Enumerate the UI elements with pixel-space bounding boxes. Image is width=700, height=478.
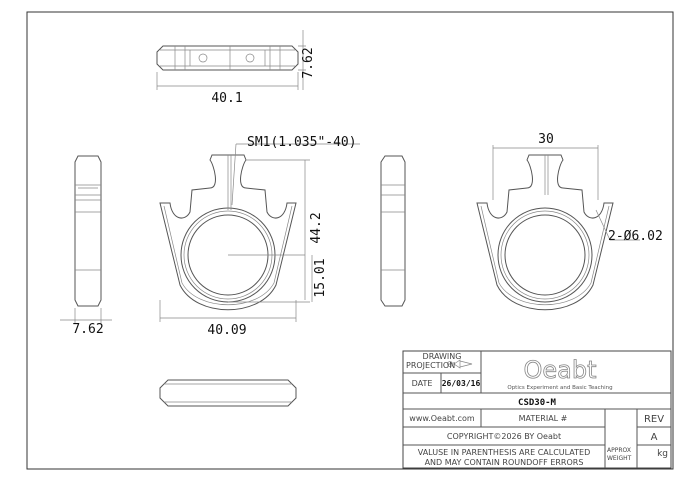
projection-label: PROJECTION (406, 361, 455, 370)
front-view (159, 143, 360, 322)
company-logo: Oeabt (523, 356, 596, 384)
date-label: DATE (412, 379, 433, 388)
weight-label-2: WEIGHT (607, 455, 632, 462)
left-side-view (60, 155, 112, 324)
dim-front-width: 40.09 (207, 323, 246, 338)
weight-label-1: APPROX (607, 447, 631, 454)
drawing-label: DRAWING (423, 352, 462, 361)
dim-top-width: 40.1 (211, 91, 242, 106)
dim-thread: SM1(1.035"-40) (247, 135, 357, 150)
dim-top-height: 7.62 (301, 47, 316, 78)
rear-view (476, 145, 640, 311)
dim-side-width: 7.62 (72, 322, 103, 337)
drawing-frame (26, 11, 674, 470)
dim-front-height: 44.2 (309, 212, 324, 243)
bottom-view (159, 379, 297, 407)
top-view (156, 30, 306, 90)
logo-tagline: Optics Experiment and Basic Teaching (507, 385, 612, 391)
right-side-view (380, 155, 406, 307)
rev-label: REV (644, 414, 664, 425)
material-label: MATERIAL # (519, 414, 568, 423)
date-value: 26/03/16 (442, 379, 481, 388)
note-line2: AND MAY CONTAIN ROUNDOFF ERRORS (425, 458, 584, 467)
part-number: CSD30-M (518, 398, 557, 408)
note-line1: VALUSE IN PARENTHESIS ARE CALCULATED (418, 448, 591, 457)
website: www.Oeabt.com (409, 414, 475, 423)
dim-slot-spacing: 30 (538, 132, 554, 147)
weight-unit: kg (657, 449, 668, 459)
title-block (402, 350, 672, 469)
copyright: COPYRIGHT©2026 BY Oeabt (447, 432, 561, 441)
rev-value: A (651, 432, 658, 443)
dim-holes: 2-Ø6.02 (608, 229, 663, 244)
dim-center-height: 15.01 (313, 258, 328, 297)
